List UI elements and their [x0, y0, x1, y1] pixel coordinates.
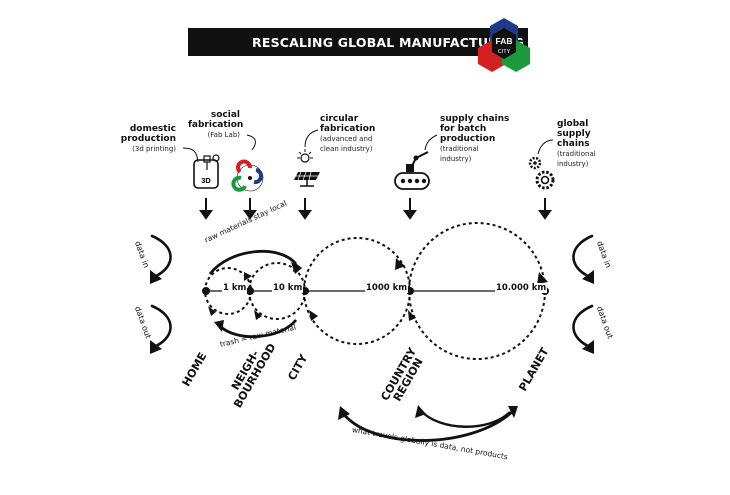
gears-icon: [528, 156, 555, 190]
category-title: supply: [557, 129, 591, 139]
distance-label: 10.000 km: [495, 283, 548, 293]
fab-city-logo: FAB CITY: [478, 18, 530, 72]
data-out-right-arrow: [572, 304, 594, 348]
category-title: circular: [320, 114, 359, 124]
distance-label: 10 km: [272, 283, 304, 293]
solar-panel-icon: [294, 149, 320, 187]
3d-printer-icon: 3D: [193, 154, 220, 189]
category-supply-chains-batch: supply chains for batch production (trad…: [440, 114, 509, 164]
data-in-right-arrow: [572, 234, 594, 278]
category-sub: (traditional: [557, 150, 596, 158]
logo-city-text: CITY: [498, 49, 511, 55]
category-title: global: [557, 119, 589, 129]
node-neighbourhood: [246, 287, 254, 295]
category-sub: (traditional: [440, 145, 479, 153]
logo-fab-text: FAB: [496, 36, 513, 46]
3d-printer-label: 3D: [201, 176, 211, 185]
category-title: fabrication: [320, 124, 376, 134]
distance-label: 1000 km: [365, 283, 409, 293]
category-sub: clean industry): [320, 145, 373, 153]
data-out-left-arrow: [150, 304, 172, 348]
fab-lab-logo-icon: [231, 159, 264, 192]
category-title: domestic: [129, 124, 176, 134]
category-sub: (3d printing): [132, 145, 176, 153]
category-domestic-production: domestic production (3d printing): [112, 124, 176, 154]
category-social-fabrication: social fabrication (Fab Lab): [188, 110, 244, 140]
data-in-left-arrow: [150, 234, 172, 278]
node-home: [202, 287, 210, 295]
conveyor-robot-icon: [394, 151, 430, 190]
global-data-arc: [340, 410, 513, 442]
category-title: production: [120, 134, 176, 144]
category-title: fabrication: [188, 120, 244, 130]
category-sub: (Fab Lab): [207, 131, 240, 139]
distance-label: 1 km: [222, 283, 248, 293]
category-sub: industry): [557, 160, 589, 168]
category-title: supply chains: [440, 114, 510, 124]
category-title: for batch: [440, 124, 487, 134]
category-title: social: [210, 110, 240, 120]
category-sub: industry): [440, 155, 472, 163]
category-sub: (advanced and: [320, 135, 373, 143]
page-title: RESCALING GLOBAL MANUFACTURING: [252, 35, 524, 50]
category-circular-fabrication: circular fabrication (advanced and clean…: [320, 114, 375, 154]
category-global-supply-chains: global supply chains (traditional indust…: [557, 119, 596, 169]
category-title: production: [440, 134, 496, 144]
category-title: chains: [557, 139, 590, 149]
title-banner: RESCALING GLOBAL MANUFACTURING: [188, 28, 528, 56]
